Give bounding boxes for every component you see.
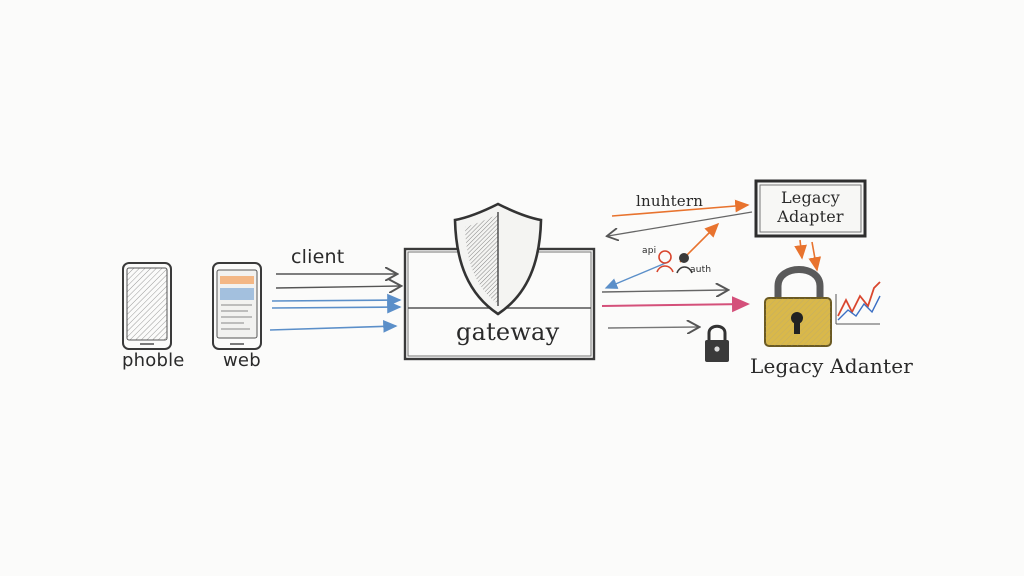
people-icon xyxy=(656,250,693,274)
legacy-adapter-box xyxy=(754,179,867,238)
client-arrows xyxy=(269,274,400,333)
gateway-outbound-arrows xyxy=(601,261,750,328)
shield-icon xyxy=(453,202,543,316)
top-note-label: lnuhtern xyxy=(636,192,704,210)
gateway-label: gateway xyxy=(456,318,560,346)
web-label: web xyxy=(223,350,261,371)
line-chart-icon xyxy=(835,281,881,325)
phone-label: phoble xyxy=(122,350,185,371)
phone-device-icon xyxy=(122,262,172,350)
auth-small-label: auth xyxy=(690,265,712,275)
web-device-icon xyxy=(212,262,262,350)
client-label: client xyxy=(291,246,345,268)
api-small-label: api xyxy=(642,246,657,256)
padlock-icon xyxy=(705,324,729,362)
padlock-icon xyxy=(764,266,832,347)
legacy-box-label: Legacy Adapter xyxy=(777,188,844,226)
legacy-lock-label: Legacy Adanter xyxy=(750,354,913,378)
